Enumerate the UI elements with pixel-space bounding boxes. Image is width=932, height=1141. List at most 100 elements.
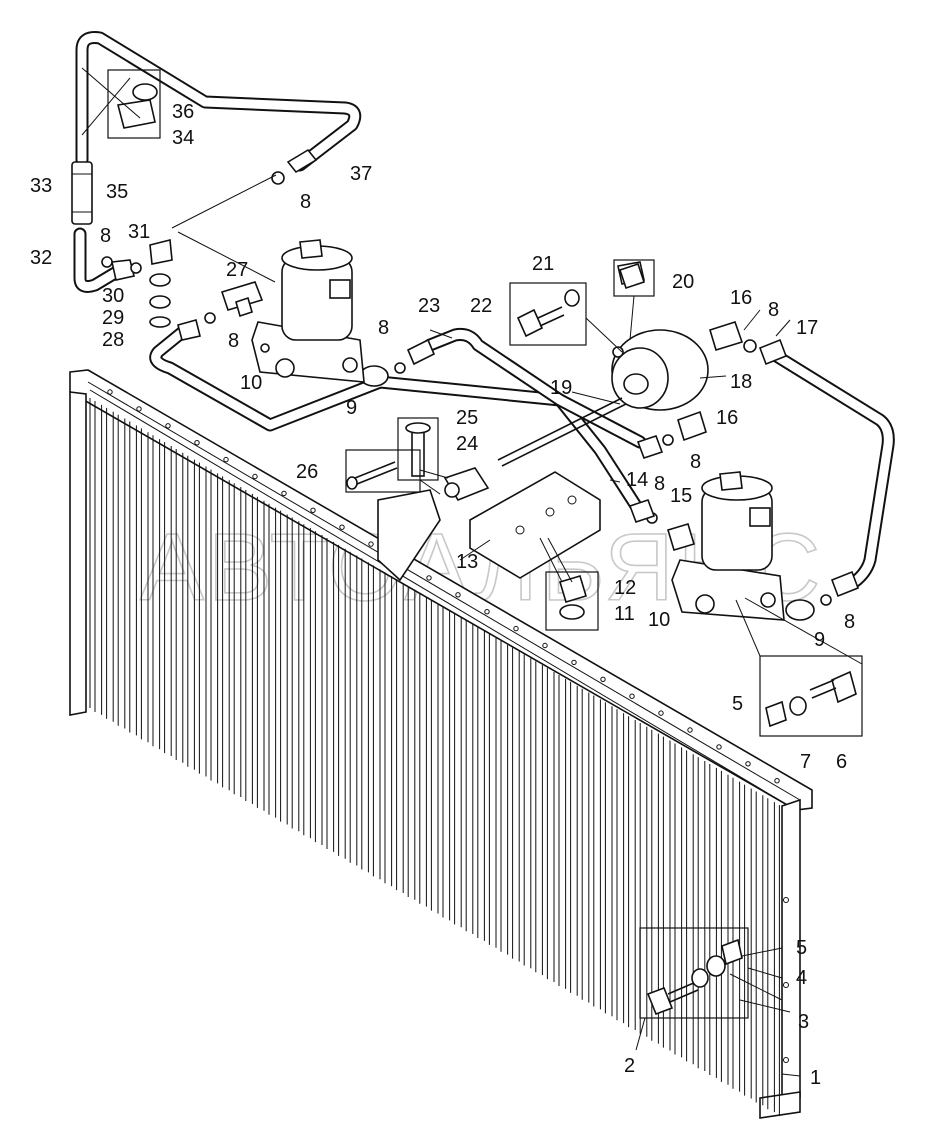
- callout-c15: 15: [670, 485, 692, 507]
- callout-labels: 1234556788888888991010111213141516161718…: [30, 101, 855, 1089]
- rail-hole: [368, 541, 374, 547]
- shutter-slats: [89, 398, 780, 1117]
- fittings: [71, 67, 860, 621]
- rail-hole: [629, 693, 635, 699]
- callout-c27: 27: [226, 259, 248, 281]
- shutter-slat: [263, 500, 270, 815]
- callout-c8c: 8: [228, 330, 239, 352]
- callout-c31: 31: [128, 221, 150, 243]
- shutter-slat: [240, 487, 247, 802]
- pipes: [73, 31, 895, 592]
- callout-c6: 6: [836, 751, 847, 773]
- shutter-slat: [530, 658, 537, 973]
- shutter-slat: [518, 651, 525, 966]
- rail-hole: [600, 676, 606, 682]
- callout-c2: 2: [624, 1055, 635, 1077]
- rail-hole: [542, 642, 548, 649]
- callout-c18: 18: [730, 371, 752, 393]
- shutter-panel: [69, 369, 813, 1119]
- callout-c14: 14: [626, 469, 648, 491]
- callout-c7: 7: [800, 751, 811, 773]
- callout-c24: 24: [456, 433, 478, 455]
- shutter-slat: [611, 706, 618, 1021]
- rail-hole: [223, 456, 229, 463]
- shutter-slat: [101, 404, 108, 719]
- callout-c3: 3: [798, 1011, 809, 1033]
- shutter-slat: [251, 493, 258, 808]
- shutter-slat: [414, 589, 421, 904]
- rail-hole: [571, 659, 577, 666]
- callout-c23: 23: [418, 295, 440, 317]
- callout-c5b: 5: [796, 937, 807, 959]
- callout-c20: 20: [672, 271, 694, 293]
- shutter-slat: [773, 802, 780, 1117]
- callout-c8b: 8: [100, 225, 111, 247]
- shutter-slat: [727, 774, 734, 1089]
- shutter-slat: [135, 425, 142, 740]
- shutter-slat: [565, 678, 572, 993]
- shutter-slat: [681, 747, 688, 1062]
- callout-c16a: 16: [730, 287, 752, 309]
- shutter-slat: [402, 582, 409, 897]
- shutter-slat: [309, 528, 316, 843]
- shutter-slat: [704, 761, 711, 1076]
- shutter-slat: [228, 480, 235, 795]
- shutter-slat: [553, 672, 560, 986]
- shutter-slat: [205, 466, 212, 781]
- callout-c26: 26: [296, 461, 318, 483]
- callout-c29: 29: [102, 307, 124, 329]
- callout-c25: 25: [456, 407, 478, 429]
- shutter-slat: [321, 535, 328, 849]
- shutter-slat: [275, 507, 282, 822]
- callout-c8e: 8: [768, 299, 779, 321]
- callout-c9b: 9: [814, 629, 825, 651]
- rail-hole: [165, 423, 171, 429]
- callout-c34: 34: [172, 127, 194, 149]
- callout-c17: 17: [796, 317, 818, 339]
- rail-hole: [310, 507, 316, 513]
- shutter-slat: [286, 514, 293, 829]
- shutter-slat: [449, 610, 456, 925]
- callout-c13: 13: [456, 551, 478, 573]
- callout-c36: 36: [172, 101, 194, 123]
- bracket-assembly: [346, 397, 627, 620]
- shutter-slat: [356, 555, 363, 870]
- shutter-slat: [692, 754, 699, 1069]
- callout-c35: 35: [106, 181, 128, 203]
- callout-c8g: 8: [654, 473, 665, 495]
- callout-c8d: 8: [378, 317, 389, 339]
- callout-c22: 22: [470, 295, 492, 317]
- callout-c28: 28: [102, 329, 124, 351]
- shutter-slat: [739, 781, 746, 1096]
- shutter-slat: [425, 596, 432, 911]
- rail-hole: [745, 761, 751, 767]
- shutter-slat: [495, 637, 502, 952]
- shutter-slat: [379, 569, 386, 884]
- shutter-slat: [483, 630, 490, 945]
- shutter-slat: [588, 692, 595, 1007]
- shutter-slat: [762, 795, 769, 1110]
- rail-hole: [513, 625, 519, 632]
- shutter-slat: [298, 521, 305, 836]
- shutter-slat: [333, 541, 340, 856]
- shutter-slat: [159, 439, 166, 754]
- shutter-slat: [124, 418, 131, 733]
- shutter-slat: [89, 398, 96, 712]
- shutter-slat: [507, 644, 514, 959]
- callout-c8h: 8: [844, 611, 855, 633]
- rail-hole: [136, 406, 142, 412]
- air-cylinder-upper: [251, 239, 365, 383]
- callout-c10b: 10: [648, 609, 670, 631]
- shutter-slat: [576, 685, 583, 1000]
- callout-c33: 33: [30, 175, 52, 197]
- callout-c30: 30: [102, 285, 124, 307]
- shutter-slat: [541, 665, 548, 980]
- callout-c16b: 16: [716, 407, 738, 429]
- rail-hole: [687, 727, 693, 733]
- callout-c12: 12: [614, 577, 636, 599]
- shutter-slat: [182, 452, 189, 767]
- bolts: [516, 262, 857, 1016]
- shutter-slat: [623, 713, 630, 1028]
